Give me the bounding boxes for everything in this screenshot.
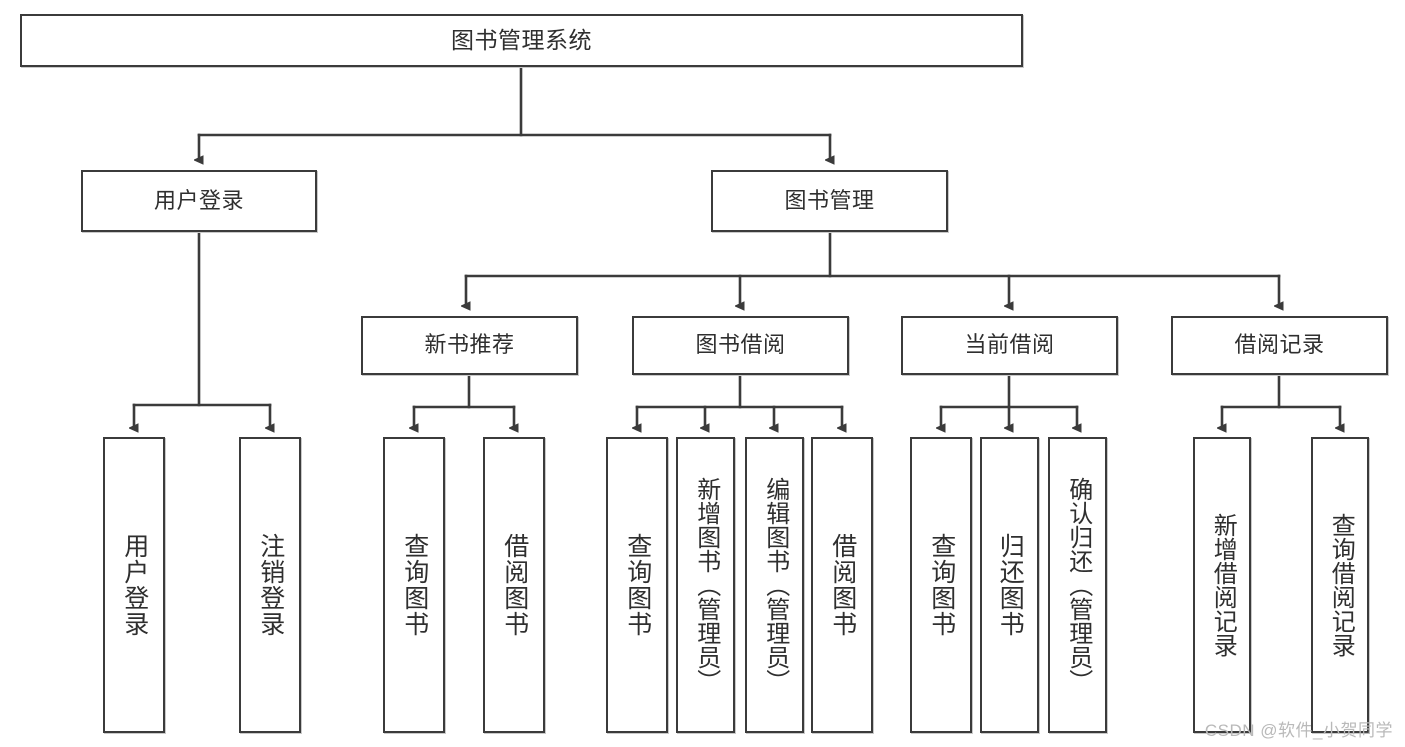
- node-leaf-query-book-3[interactable]: 查询图书: [910, 437, 972, 733]
- node-leaf-query-record[interactable]: 查询借阅记录: [1311, 437, 1369, 733]
- node-new-book-recommend[interactable]: 新书推荐: [361, 316, 578, 375]
- node-leaf-query-book-1[interactable]: 查询图书: [383, 437, 445, 733]
- node-leaf-borrow-book-2[interactable]: 借阅图书: [811, 437, 873, 733]
- node-leaf-edit-book-label: 编辑图书（管理员）: [761, 477, 789, 693]
- node-user-login[interactable]: 用户登录: [81, 170, 317, 232]
- node-leaf-query-record-label: 查询借阅记录: [1327, 513, 1355, 657]
- node-leaf-edit-book[interactable]: 编辑图书（管理员）: [745, 437, 804, 733]
- node-leaf-user-logout[interactable]: 注销登录: [239, 437, 301, 733]
- watermark-text: CSDN @软件_小贺同学: [1204, 721, 1393, 740]
- node-leaf-query-book-1-label: 查询图书: [400, 533, 429, 637]
- node-leaf-query-book-3-label: 查询图书: [927, 533, 956, 637]
- node-book-borrow[interactable]: 图书借阅: [632, 316, 849, 375]
- node-leaf-user-login-label: 用户登录: [120, 533, 149, 637]
- node-current-borrow-label: 当前借阅: [964, 332, 1055, 358]
- node-new-book-recommend-label: 新书推荐: [424, 332, 515, 358]
- node-book-management-label: 图书管理: [784, 187, 875, 213]
- node-book-management[interactable]: 图书管理: [711, 170, 948, 232]
- node-user-login-label: 用户登录: [153, 187, 244, 213]
- node-root-label: 图书管理系统: [451, 26, 592, 53]
- node-book-borrow-label: 图书借阅: [695, 332, 786, 358]
- node-leaf-query-book-2-label: 查询图书: [623, 533, 652, 637]
- node-leaf-query-book-2[interactable]: 查询图书: [606, 437, 668, 733]
- node-leaf-borrow-book-1[interactable]: 借阅图书: [483, 437, 545, 733]
- node-leaf-confirm-return-label: 确认归还（管理员）: [1064, 477, 1092, 693]
- node-leaf-confirm-return[interactable]: 确认归还（管理员）: [1048, 437, 1107, 733]
- node-leaf-return-book[interactable]: 归还图书: [980, 437, 1039, 733]
- node-root[interactable]: 图书管理系统: [20, 14, 1023, 67]
- node-leaf-return-book-label: 归还图书: [996, 533, 1025, 637]
- node-leaf-user-logout-label: 注销登录: [256, 533, 285, 637]
- node-leaf-user-login[interactable]: 用户登录: [103, 437, 165, 733]
- node-leaf-borrow-book-1-label: 借阅图书: [500, 533, 529, 637]
- node-current-borrow[interactable]: 当前借阅: [901, 316, 1118, 375]
- node-borrow-record-label: 借阅记录: [1234, 332, 1325, 358]
- node-leaf-add-book[interactable]: 新增图书（管理员）: [676, 437, 735, 733]
- node-leaf-add-record-label: 新增借阅记录: [1209, 513, 1237, 657]
- node-borrow-record[interactable]: 借阅记录: [1171, 316, 1388, 375]
- node-leaf-add-record[interactable]: 新增借阅记录: [1193, 437, 1251, 733]
- node-leaf-add-book-label: 新增图书（管理员）: [692, 477, 720, 693]
- node-leaf-borrow-book-2-label: 借阅图书: [828, 533, 857, 637]
